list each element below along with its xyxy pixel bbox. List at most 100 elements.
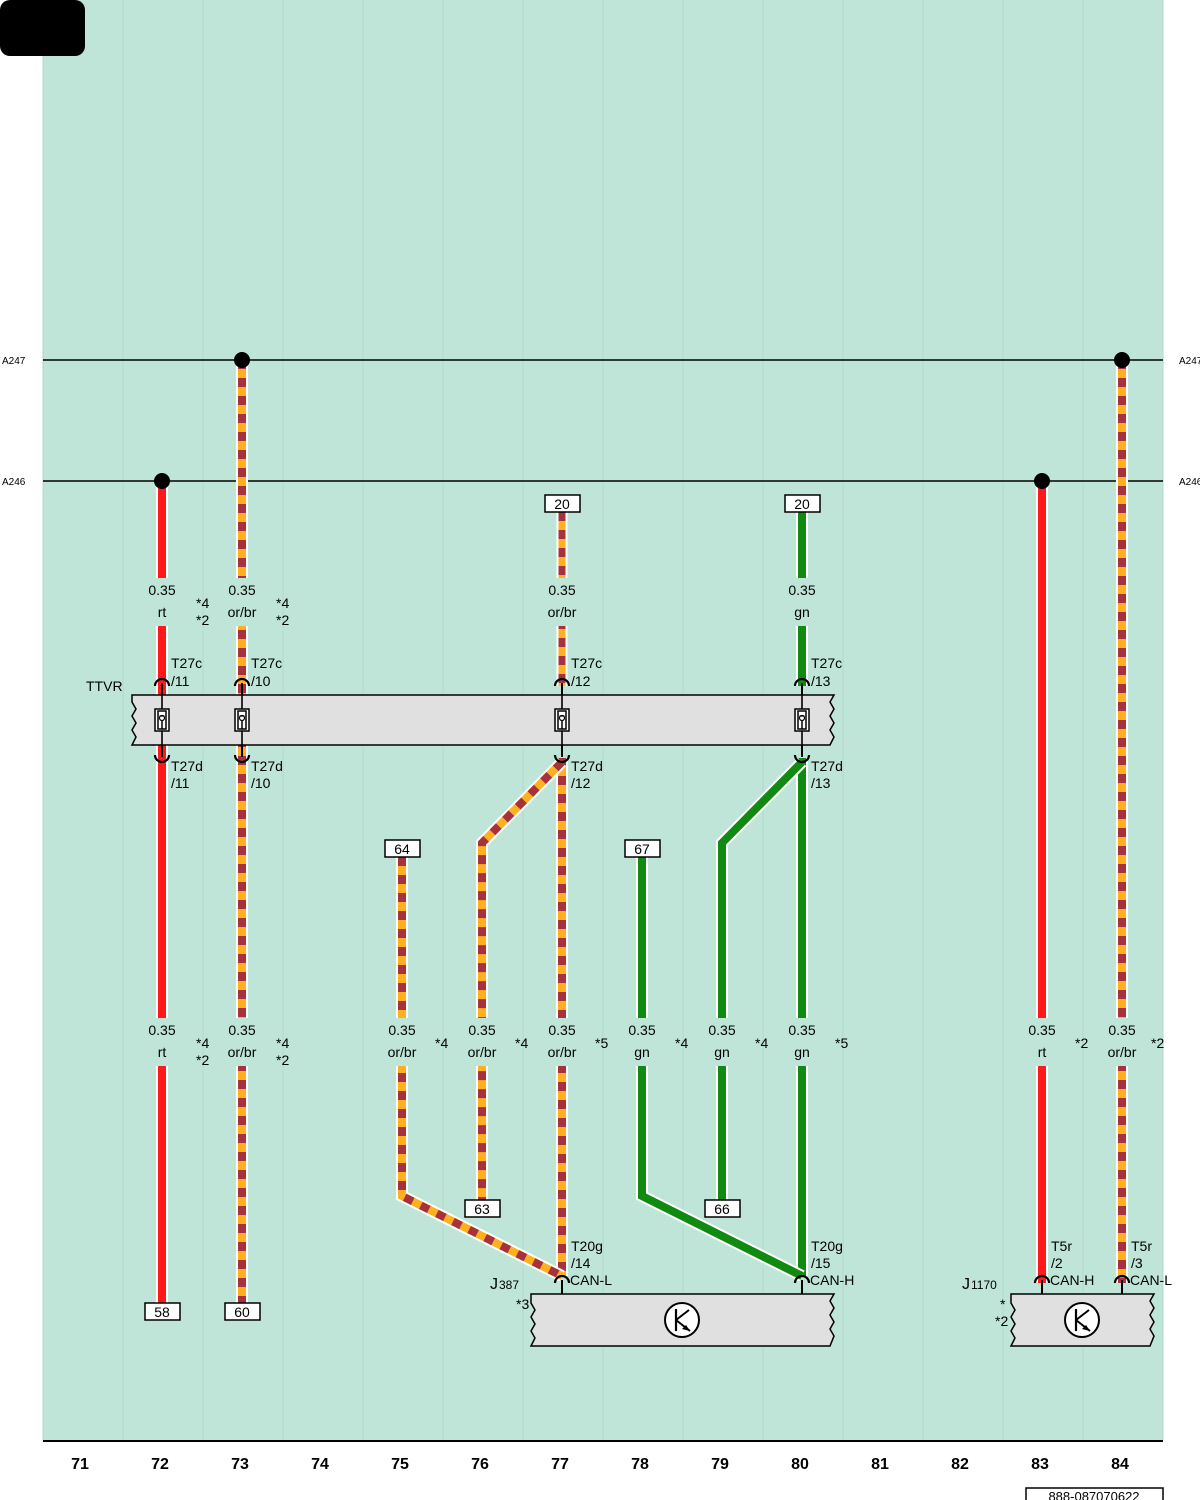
wire-color-label: or/br	[228, 1044, 257, 1060]
pin-connector-label: T27c	[171, 655, 202, 671]
bus-a246-label: A246	[2, 477, 26, 488]
wire-size-label: 0.35	[148, 1022, 175, 1038]
module-note: *3	[516, 1296, 529, 1312]
plug-symbol	[553, 677, 571, 687]
ref-box-75[interactable]: 64	[384, 839, 421, 858]
ref-box-78[interactable]: 67	[624, 839, 661, 858]
contact-col-77	[554, 690, 570, 752]
pin-connector-label: T27d	[171, 758, 203, 774]
wire-note: *2	[1075, 1035, 1088, 1051]
wire-color-label: rt	[158, 1044, 167, 1060]
plug-symbol	[233, 677, 251, 687]
wire-color-label: or/br	[548, 1044, 577, 1060]
ref-box-label: 58	[154, 1304, 170, 1320]
ref-box-label: 20	[794, 496, 810, 512]
column-number: 84	[1111, 1456, 1129, 1473]
pin-signal-label: CAN-L	[570, 1272, 612, 1288]
plug-stubs	[161, 683, 1123, 1294]
pin-connector-label: T27d	[251, 758, 283, 774]
wire-note: *5	[595, 1035, 608, 1051]
label-gap	[462, 1018, 502, 1066]
plug-symbol	[793, 754, 811, 764]
plug-symbol	[793, 1274, 811, 1284]
ref-box-79[interactable]: 66	[704, 1199, 741, 1218]
pin-labels-bottom: T27d /11 T27d /10 T27d /12 T27d /13	[171, 758, 843, 791]
wire-note: *2	[276, 1052, 289, 1068]
wire-size-label: 0.35	[1108, 1022, 1135, 1038]
wire-color-label: gn	[634, 1044, 650, 1060]
module-number: 387	[499, 1278, 519, 1292]
wire-color-label: or/br	[388, 1044, 417, 1060]
pin-connector-label: T27c	[811, 655, 842, 671]
column-number: 73	[231, 1456, 249, 1473]
wire-color-label: or/br	[228, 604, 257, 620]
column-number: 80	[791, 1456, 809, 1473]
module-note: *2	[995, 1313, 1008, 1329]
ref-box-72[interactable]: 58	[144, 1302, 181, 1321]
pin-number-label: /2	[1051, 1255, 1063, 1271]
wire-size-label: 0.35	[388, 1022, 415, 1038]
column-number: 77	[551, 1456, 569, 1473]
module-note: *	[1000, 1296, 1006, 1312]
wire-color-label: rt	[158, 604, 167, 620]
column-number: 71	[71, 1456, 89, 1473]
plug-symbol	[233, 754, 251, 764]
wire-size-label: 0.35	[548, 1022, 575, 1038]
pin-connector-label: T27c	[571, 655, 602, 671]
bus-a246: A246 A246	[2, 477, 1200, 488]
pin-connector-label: T27c	[251, 655, 282, 671]
column-number: 79	[711, 1456, 729, 1473]
pin-connector-label: T20g	[571, 1238, 603, 1254]
pin-number-label: /13	[811, 673, 831, 689]
label-gap	[144, 1018, 182, 1066]
ref-box-label: 20	[554, 496, 570, 512]
wire-size-label: 0.35	[1028, 1022, 1055, 1038]
label-gap	[222, 1018, 262, 1066]
ref-box-77-top[interactable]: 20	[544, 494, 581, 513]
pin-number-label: /15	[811, 1255, 831, 1271]
doc-number-box: 888-087070622	[1025, 1487, 1164, 1500]
ref-box-label: 63	[474, 1201, 490, 1217]
page-tab	[0, 0, 85, 56]
plug-symbol	[553, 754, 571, 764]
wire-size-label: 0.35	[788, 582, 815, 598]
pin-connector-label: T5r	[1051, 1238, 1072, 1254]
pin-connector-label: T27d	[811, 758, 843, 774]
doc-number: 888-087070622	[1048, 1489, 1139, 1500]
wire-labels-upper: 0.35 rt *4 *2 0.35 or/br *4 *2 0.35 or/b…	[144, 578, 820, 628]
wire-color-label: rt	[1038, 1044, 1047, 1060]
wire-col-75-orbr	[396, 857, 565, 1282]
control-unit-icon	[1064, 1302, 1100, 1338]
plug-symbol	[1033, 1274, 1051, 1284]
wire-size-label: 0.35	[708, 1022, 735, 1038]
wire-note: *4	[515, 1035, 528, 1051]
module-j1170[interactable]: J 1170 * *2 T5r /2 CAN-H T5r /3 CAN-L	[962, 1238, 1172, 1347]
label-gap	[144, 578, 182, 626]
plug-symbol	[1113, 1274, 1131, 1284]
wire-col-76-orbr	[476, 757, 567, 1202]
ref-box-label: 64	[394, 841, 410, 857]
ref-box-80-top[interactable]: 20	[784, 494, 821, 513]
pin-number-label: /13	[811, 775, 831, 791]
module-j387[interactable]: J 387 *3 T20g /14 CAN-L T20g /15 CAN-H	[490, 1238, 854, 1347]
pin-connector-label: T27d	[571, 758, 603, 774]
wire-color-label: gn	[794, 604, 810, 620]
ref-box-76[interactable]: 63	[464, 1199, 501, 1218]
wire-note: *2	[196, 1052, 209, 1068]
plug-symbol	[153, 677, 171, 687]
label-gap	[382, 1018, 422, 1066]
connector-strip-label: TTVR	[86, 678, 123, 694]
wire-note: *5	[835, 1035, 848, 1051]
wire-color-label: gn	[794, 1044, 810, 1060]
wire-color-label: or/br	[468, 1044, 497, 1060]
label-gap	[1024, 1018, 1060, 1066]
ref-box-73[interactable]: 60	[224, 1302, 261, 1321]
contact-col-80	[794, 690, 810, 752]
label-gap	[542, 1018, 582, 1066]
junction-dot	[1034, 473, 1050, 489]
wire-note: *2	[196, 612, 209, 628]
wire-color-label: or/br	[548, 604, 577, 620]
column-number: 76	[471, 1456, 489, 1473]
label-gap	[784, 578, 820, 626]
